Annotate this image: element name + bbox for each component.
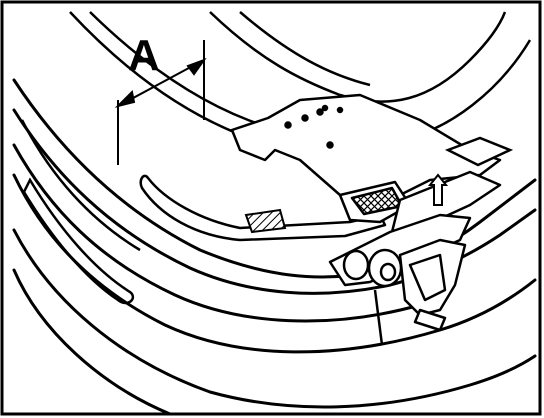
pivot-bolt [342, 248, 403, 288]
slide-shoe [338, 180, 412, 224]
dimension-label: A [128, 31, 160, 80]
cable-clip [244, 208, 287, 234]
bracket-plate [230, 93, 502, 207]
lower-rod [373, 289, 384, 346]
guide-cable [139, 174, 387, 242]
drain-slot [20, 119, 141, 305]
sunroof-frame [12, 78, 537, 416]
corner-tab [444, 136, 514, 167]
mount-bracket [398, 238, 467, 332]
dimension-marker [114, 40, 207, 165]
direction-arrow-icon [427, 173, 449, 206]
